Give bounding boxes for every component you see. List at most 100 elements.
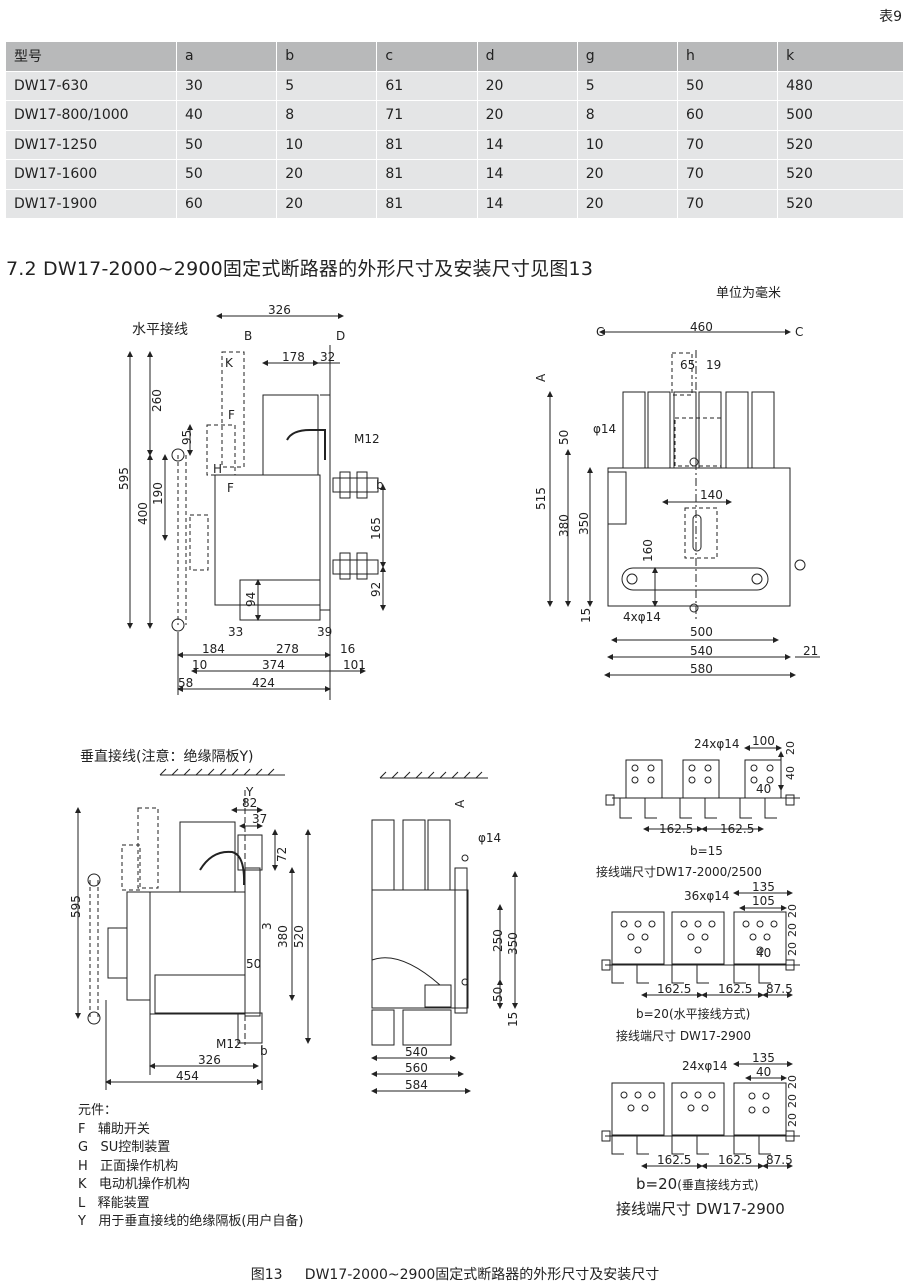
front-view-vertical xyxy=(371,771,518,1094)
svg-text:162.5: 162.5 xyxy=(657,982,691,996)
table-cell: 14 xyxy=(477,130,578,160)
svg-text:95: 95 xyxy=(180,430,194,445)
svg-text:32: 32 xyxy=(320,350,335,364)
svg-text:24xφ14: 24xφ14 xyxy=(694,737,740,751)
table-cell: 10 xyxy=(276,130,378,160)
svg-text:515: 515 xyxy=(534,487,548,510)
svg-text:M12: M12 xyxy=(216,1037,242,1051)
table-cell: 20 xyxy=(276,189,378,219)
terminal-caption-vertical: 接线端尺寸 DW17-2900 xyxy=(616,1200,785,1218)
table-header-row: 型号 a b c d g h k xyxy=(6,42,904,72)
svg-text:540: 540 xyxy=(405,1045,428,1059)
svg-text:3: 3 xyxy=(260,922,274,930)
svg-text:424: 424 xyxy=(252,676,275,690)
terminal-detail-2900-v xyxy=(601,1061,800,1169)
table-cell: 8 xyxy=(276,100,378,131)
svg-text:162.5: 162.5 xyxy=(718,982,752,996)
svg-text:326: 326 xyxy=(198,1053,221,1067)
side-view-horizontal xyxy=(127,313,386,700)
component-legend: 元件： F 辅助开关 G SU控制装置 H 正面操作机构 K 电动机操作机构 L… xyxy=(78,1102,303,1232)
svg-text:20: 20 xyxy=(786,942,799,956)
table-cell: 500 xyxy=(777,100,904,131)
table-cell: 20 xyxy=(477,71,578,101)
bolt xyxy=(356,552,368,580)
svg-text:16: 16 xyxy=(340,642,355,656)
table-cell: DW17-1250 xyxy=(6,130,177,160)
table-cell: 14 xyxy=(477,159,578,190)
svg-text:92: 92 xyxy=(369,582,383,597)
table-cell: 60 xyxy=(677,100,779,131)
svg-text:B: B xyxy=(244,329,252,343)
svg-text:24xφ14: 24xφ14 xyxy=(682,1059,728,1073)
figure-caption: 图13 DW17-2000~2900固定式断路器的外形尺寸及安装尺寸 xyxy=(250,1267,660,1283)
table-cell: 71 xyxy=(376,100,478,131)
table-cell: DW17-800/1000 xyxy=(6,100,177,131)
svg-text:160: 160 xyxy=(641,539,655,562)
header-cell: h xyxy=(677,42,779,72)
svg-text:87.5: 87.5 xyxy=(766,982,793,996)
svg-text:K: K xyxy=(225,356,234,370)
svg-text:135: 135 xyxy=(752,880,775,894)
table-cell: 8 xyxy=(577,100,678,131)
svg-text:20: 20 xyxy=(786,904,799,918)
svg-text:100: 100 xyxy=(752,734,775,748)
lifting-ring xyxy=(171,618,185,632)
svg-text:20: 20 xyxy=(786,1113,799,1127)
svg-text:65: 65 xyxy=(680,358,695,372)
svg-text:50: 50 xyxy=(557,430,571,445)
svg-text:b: b xyxy=(260,1044,268,1058)
svg-text:250: 250 xyxy=(491,929,505,952)
table-cell: 61 xyxy=(376,71,478,101)
svg-text:D: D xyxy=(336,329,345,343)
table-cell: 50 xyxy=(176,159,278,190)
svg-text:260: 260 xyxy=(150,389,164,412)
svg-text:F: F xyxy=(227,481,234,495)
breaker-body-v xyxy=(149,891,246,1015)
table-cell: 480 xyxy=(777,71,904,101)
table-cell: 30 xyxy=(176,71,278,101)
svg-text:33: 33 xyxy=(228,625,243,639)
svg-text:87.5: 87.5 xyxy=(766,1153,793,1167)
svg-text:350: 350 xyxy=(506,932,520,955)
aux-switch-f xyxy=(206,424,236,476)
svg-text:19: 19 xyxy=(706,358,721,372)
side-view-vertical xyxy=(75,768,311,1090)
bolt xyxy=(339,552,351,580)
table-cell: 20 xyxy=(577,189,678,219)
svg-text:326: 326 xyxy=(268,303,291,317)
motor-operator-k xyxy=(221,351,245,468)
table-cell: 20 xyxy=(477,100,578,131)
header-cell: k xyxy=(777,42,904,72)
vertical-view-title: 垂直接线(注意：绝缘隔板Y) xyxy=(80,748,253,765)
legend-title: 元件： xyxy=(78,1103,118,1118)
svg-text:C: C xyxy=(795,325,803,339)
svg-text:4xφ14: 4xφ14 xyxy=(623,610,661,624)
table-cell: 50 xyxy=(677,71,779,101)
svg-text:595: 595 xyxy=(69,895,83,918)
table-cell: 81 xyxy=(376,189,478,219)
svg-text:接线端尺寸 DW17-2900: 接线端尺寸 DW17-2900 xyxy=(616,1028,751,1043)
breaker-body xyxy=(214,474,321,606)
svg-text:560: 560 xyxy=(405,1061,428,1075)
svg-text:140: 140 xyxy=(700,488,723,502)
svg-text:10: 10 xyxy=(192,658,207,672)
svg-text:A: A xyxy=(534,373,548,382)
svg-text:184: 184 xyxy=(202,642,225,656)
svg-text:F: F xyxy=(228,408,235,422)
bolt xyxy=(356,471,368,499)
svg-text:21: 21 xyxy=(803,644,818,658)
unit-note: 单位为毫米 xyxy=(716,286,782,301)
front-view xyxy=(547,329,820,678)
table-cell: 520 xyxy=(777,159,904,190)
svg-text:Y: Y xyxy=(245,785,254,799)
svg-text:b=15: b=15 xyxy=(690,844,723,858)
svg-text:15: 15 xyxy=(579,608,593,623)
svg-text:162.5: 162.5 xyxy=(657,1153,691,1167)
table-cell: DW17-1600 xyxy=(6,159,177,190)
legend-item: K 电动机操作机构 xyxy=(78,1177,190,1192)
